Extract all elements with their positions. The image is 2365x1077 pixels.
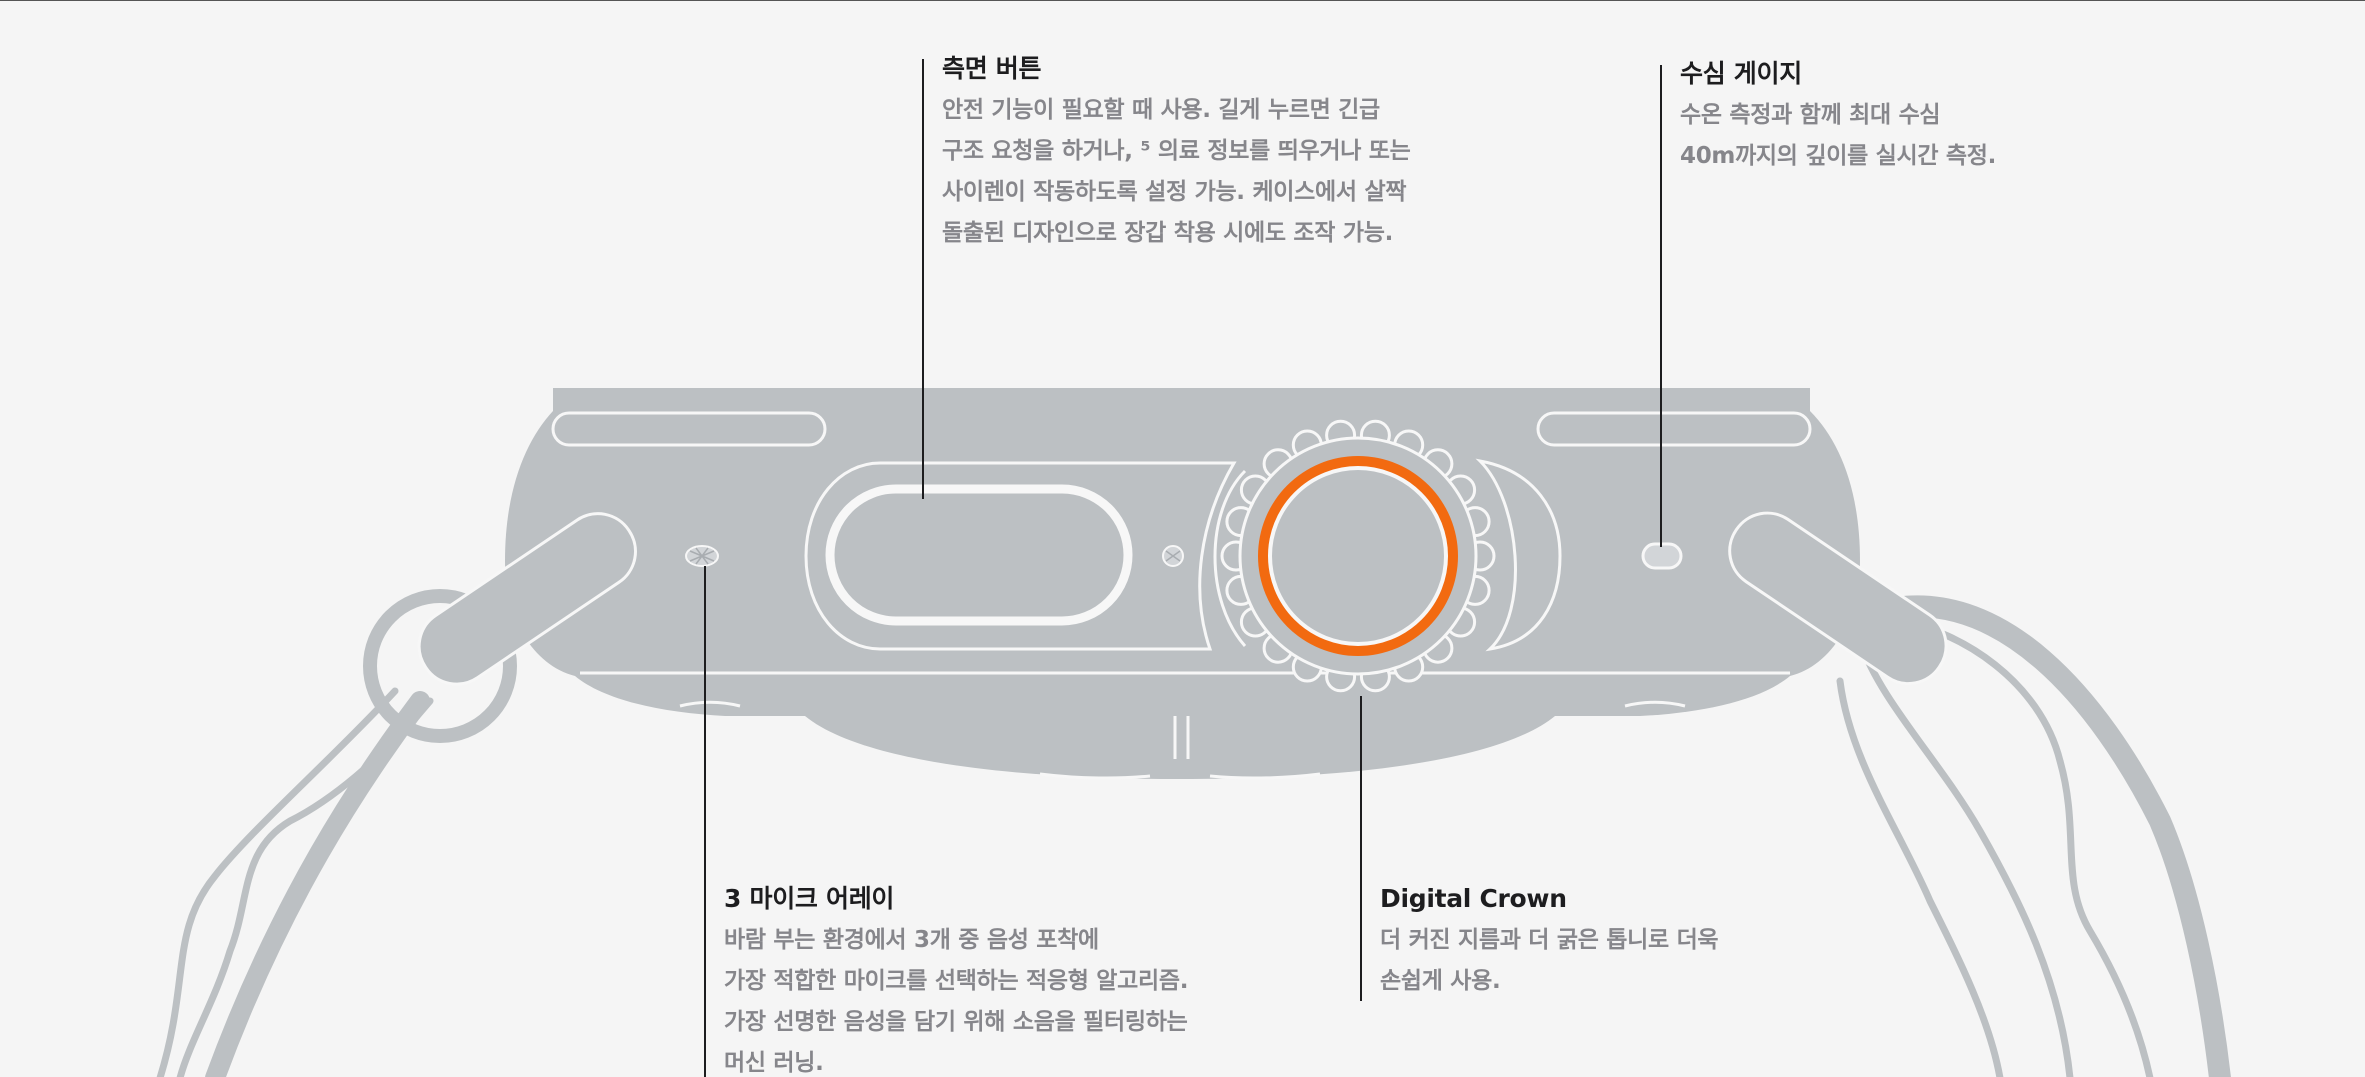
mic-array-callout: 3 마이크 어레이 바람 부는 환경에서 3개 중 음성 포착에 가장 적합한 …	[724, 882, 1188, 1077]
side-button-leader	[922, 59, 924, 499]
callout-text-line: 머신 러닝.	[724, 1050, 824, 1076]
mic-ports	[685, 545, 1184, 567]
digital-crown-title: Digital Crown	[1380, 884, 1567, 913]
callout-text-line: 돌출된 디자인으로 장갑 착용 시에도 조작 가능.	[942, 220, 1394, 246]
callout-text-line: 40m까지의 깊이를 실시간 측정.	[1680, 143, 1997, 169]
digital-crown-callout: Digital Crown 더 커진 지름과 더 굵은 톱니로 더욱 손쉽게 사…	[1380, 882, 1719, 1002]
callout-text-line: 가장 선명한 음성을 담기 위해 소음을 필터링하는	[724, 1009, 1188, 1035]
callout-text-line: 안전 기능이 필요할 때 사용. 길게 누르면 긴급	[942, 97, 1380, 123]
side-button-callout: 측면 버튼 안전 기능이 필요할 때 사용. 길게 누르면 긴급 구조 요청을 …	[942, 52, 1411, 254]
depth-gauge-callout: 수심 게이지 수온 측정과 함께 최대 수심 40m까지의 깊이를 실시간 측정…	[1680, 57, 1996, 177]
callout-text-line: 바람 부는 환경에서 3개 중 음성 포착에	[724, 927, 1099, 953]
mic-array-title: 3 마이크 어레이	[724, 884, 895, 913]
left-band	[156, 589, 517, 1077]
digital-crown-graphic	[1213, 419, 1562, 693]
callout-text-line: 사이렌이 작동하도록 설정 가능. 케이스에서 살짝	[942, 179, 1407, 205]
callout-text-line: 구조 요청을 하거나, ⁵ 의료 정보를 띄우거나 또는	[942, 138, 1411, 164]
depth-gauge-port	[1641, 542, 1683, 570]
side-button-title: 측면 버튼	[942, 54, 1042, 83]
depth-gauge-title: 수심 게이지	[1680, 59, 1802, 88]
mic-array-leader	[704, 566, 706, 1077]
callout-text-line: 손쉽게 사용.	[1380, 968, 1501, 994]
callout-text-line: 수온 측정과 함께 최대 수심	[1680, 102, 1941, 128]
lugs	[417, 511, 1948, 686]
digital-crown-leader	[1360, 696, 1362, 1001]
callout-text-line: 더 커진 지름과 더 굵은 톱니로 더욱	[1380, 927, 1719, 953]
side-button-graphic	[804, 461, 1237, 651]
right-band	[1836, 595, 2231, 1077]
depth-gauge-leader	[1660, 65, 1662, 547]
callout-text-line: 가장 적합한 마이크를 선택하는 적응형 알고리즘.	[724, 968, 1189, 994]
